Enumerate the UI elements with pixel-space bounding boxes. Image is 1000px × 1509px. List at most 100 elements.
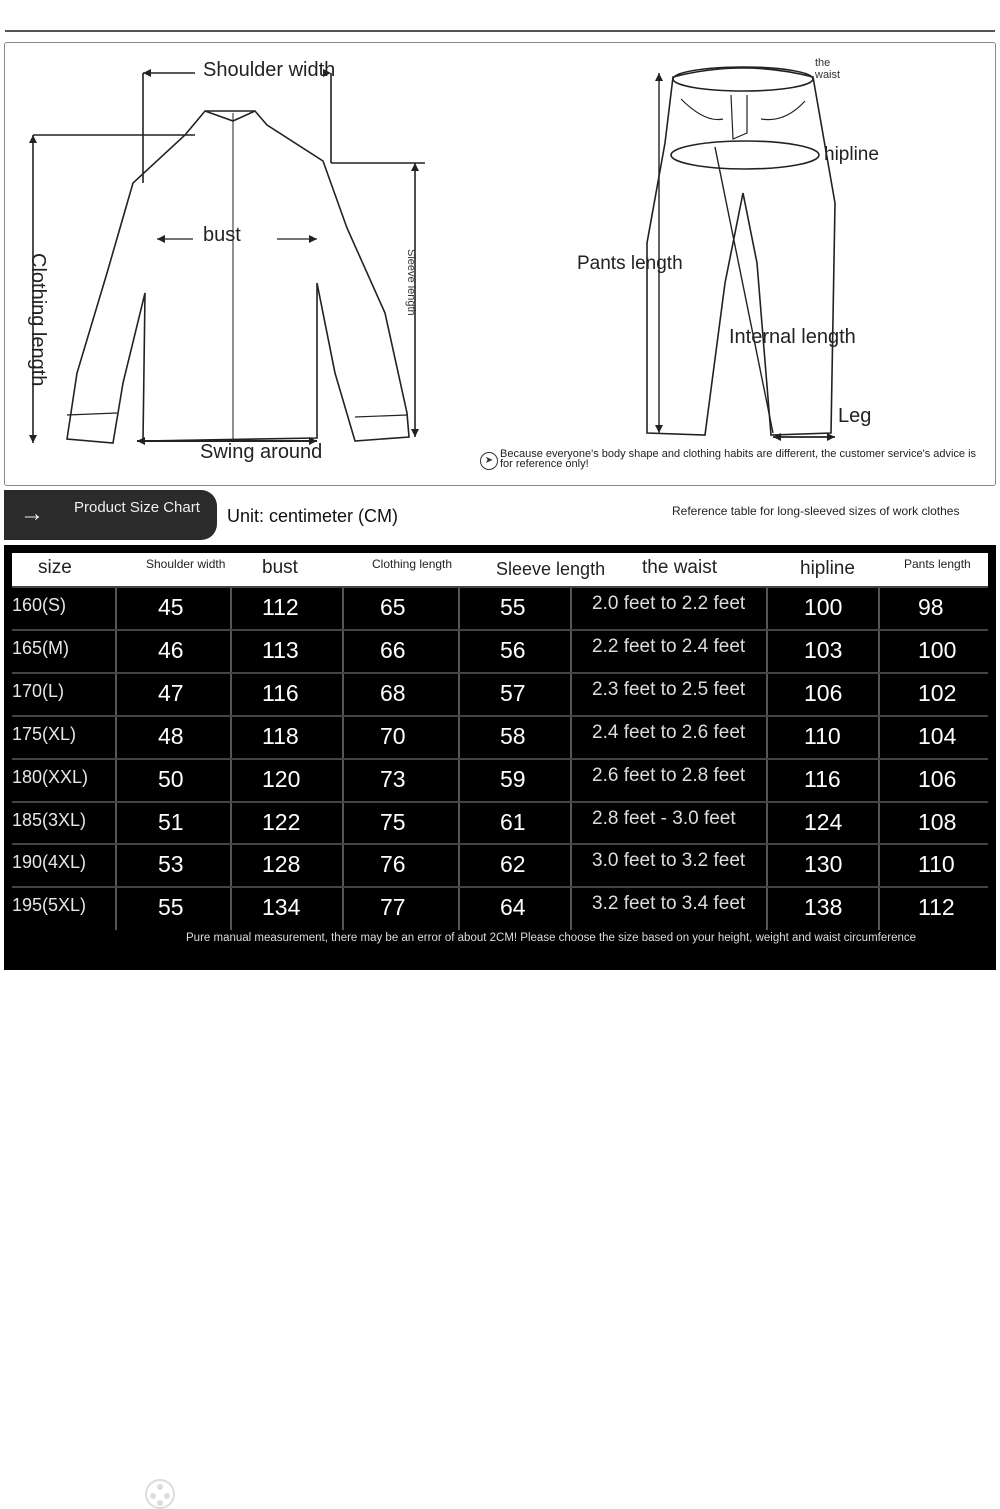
cell-size: 180(XXL) bbox=[12, 766, 89, 787]
cell-hipline: 106 bbox=[804, 679, 843, 706]
header-hipline: hipline bbox=[800, 558, 855, 579]
cell-bust: 134 bbox=[262, 894, 301, 921]
hipline-ellipse bbox=[670, 140, 820, 170]
cell-waist: 2.6 feet to 2.8 feet bbox=[592, 764, 746, 786]
header-clothing-length: Clothing length bbox=[372, 557, 453, 571]
arrow-right-icon: → bbox=[20, 500, 44, 527]
cell-clothing-length: 66 bbox=[380, 636, 406, 663]
cell-waist: 2.0 feet to 2.2 feet bbox=[592, 593, 746, 614]
hipline-label: hipline bbox=[824, 144, 879, 165]
waist-ellipse bbox=[672, 66, 814, 92]
swing-around-label: Swing around bbox=[200, 441, 323, 463]
cell-waist: 3.0 feet to 3.2 feet bbox=[592, 850, 746, 872]
top-divider bbox=[5, 30, 995, 32]
unit-label: Unit: centimeter (CM) bbox=[227, 506, 399, 526]
cell-bust: 112 bbox=[262, 594, 299, 620]
row-divider bbox=[12, 800, 988, 803]
cell-sleeve-length: 57 bbox=[500, 679, 526, 706]
header-sleeve-length: Sleeve length bbox=[496, 559, 606, 579]
row-divider bbox=[12, 586, 988, 588]
cell-waist: 2.4 feet to 2.6 feet bbox=[592, 721, 746, 743]
reel-icon bbox=[145, 1479, 175, 1509]
arrowheads bbox=[29, 69, 835, 445]
row-divider bbox=[12, 671, 988, 674]
cell-sleeve-length: 62 bbox=[500, 851, 526, 878]
reference-note: Because everyone's body shape and clothi… bbox=[500, 448, 977, 470]
cell-shoulder-width: 53 bbox=[158, 851, 184, 878]
cell-shoulder-width: 47 bbox=[158, 679, 184, 706]
cell-hipline: 130 bbox=[804, 851, 843, 878]
internal-length-label: Internal length bbox=[729, 326, 856, 348]
header-size: size bbox=[38, 557, 72, 578]
cell-bust: 128 bbox=[262, 851, 301, 878]
right-cuff bbox=[354, 414, 408, 418]
cell-hipline: 110 bbox=[804, 722, 841, 749]
leg-label: Leg bbox=[838, 405, 872, 427]
header-pants-length: Pants length bbox=[904, 557, 971, 571]
cell-hipline: 138 bbox=[804, 894, 843, 921]
cell-clothing-length: 68 bbox=[380, 679, 406, 706]
cell-shoulder-width: 55 bbox=[158, 894, 184, 921]
cell-hipline: 100 bbox=[804, 594, 843, 620]
cell-waist: 2.2 feet to 2.4 feet bbox=[592, 635, 746, 657]
measurement-disclaimer: Pure manual measurement, there may be an… bbox=[186, 932, 917, 944]
cell-sleeve-length: 61 bbox=[500, 808, 526, 835]
row-divider bbox=[12, 757, 988, 760]
cell-bust: 120 bbox=[262, 765, 301, 792]
pants-fly bbox=[730, 94, 748, 140]
cell-shoulder-width: 48 bbox=[158, 722, 184, 749]
cell-sleeve-length: 58 bbox=[500, 722, 526, 749]
cell-clothing-length: 70 bbox=[380, 722, 406, 749]
pants-pocket-right bbox=[760, 100, 806, 121]
cell-waist: 2.8 feet - 3.0 feet bbox=[592, 807, 736, 829]
cell-clothing-length: 75 bbox=[380, 808, 406, 835]
shoulder-width-line bbox=[142, 72, 332, 183]
row-divider bbox=[12, 628, 988, 631]
cell-pants-length: 110 bbox=[918, 851, 955, 878]
header-bust: bust bbox=[262, 557, 298, 578]
cell-size: 160(S) bbox=[12, 595, 67, 615]
header-waist: the waist bbox=[642, 557, 717, 578]
cell-pants-length: 112 bbox=[918, 894, 955, 921]
measurement-diagram: Shoulder width bust Clothing length Slee… bbox=[4, 42, 996, 486]
pants-length-label: Pants length bbox=[577, 253, 683, 274]
cell-clothing-length: 73 bbox=[380, 765, 406, 792]
cell-size: 175(XL) bbox=[12, 723, 77, 744]
cell-sleeve-length: 64 bbox=[500, 894, 526, 921]
cell-size: 190(4XL) bbox=[12, 852, 87, 873]
cell-sleeve-length: 55 bbox=[500, 594, 526, 620]
jacket-outline bbox=[66, 110, 410, 444]
cell-hipline: 116 bbox=[804, 765, 841, 792]
cell-bust: 116 bbox=[262, 679, 299, 706]
cell-pants-length: 98 bbox=[918, 594, 944, 620]
cell-sleeve-length: 56 bbox=[500, 636, 526, 663]
cell-waist: 2.3 feet to 2.5 feet bbox=[592, 678, 746, 700]
pants-outline bbox=[646, 67, 836, 436]
table-row: 190(4XL) 53 128 76 62 3.0 feet to 3.2 feet 130… bbox=[4, 843, 996, 885]
sleeve-length-label: Sleeve length bbox=[405, 249, 417, 316]
cell-pants-length: 102 bbox=[918, 679, 957, 706]
info-arrow-icon: ➤ bbox=[480, 452, 498, 470]
cell-shoulder-width: 45 bbox=[158, 594, 184, 620]
row-divider bbox=[12, 714, 988, 717]
cell-bust: 122 bbox=[262, 808, 301, 835]
cell-pants-length: 106 bbox=[918, 765, 957, 792]
cell-hipline: 103 bbox=[804, 636, 843, 663]
cell-clothing-length: 76 bbox=[380, 851, 406, 878]
cell-waist: 3.2 feet to 3.4 feet bbox=[592, 893, 746, 915]
row-divider bbox=[12, 843, 988, 846]
size-table: size Shoulder width bust Clothing length… bbox=[4, 545, 996, 1509]
reference-table-caption: Reference table for long-sleeved sizes o… bbox=[672, 504, 960, 518]
cell-hipline: 124 bbox=[804, 808, 843, 835]
cell-sleeve-length: 59 bbox=[500, 765, 526, 792]
cell-size: 195(5XL) bbox=[12, 895, 87, 916]
internal-length-line bbox=[714, 146, 774, 434]
cell-bust: 113 bbox=[262, 636, 299, 663]
row-divider bbox=[12, 886, 988, 889]
